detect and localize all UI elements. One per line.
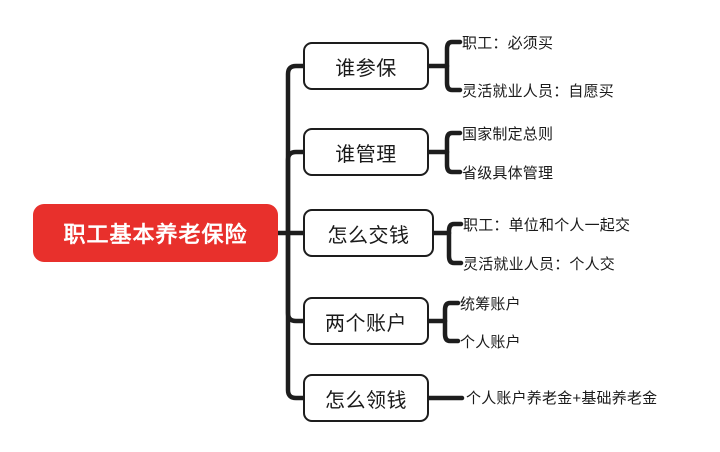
branch-node-2-label: 谁管理 [335,143,397,166]
connector-trunk [285,63,306,236]
connector-branch-1-bracket [444,39,463,93]
connector-branch-3-bracket [446,221,464,266]
connector-trunk-5 [285,230,306,401]
connector-trunk-4 [285,230,306,324]
branch-node-3[interactable]: 怎么交钱 [303,209,434,257]
connector-branch-2-bracket [444,130,463,175]
leaf-label-5-1: 个人账户养老金+基础养老金 [466,390,658,407]
branch-node-1[interactable]: 谁参保 [303,42,429,90]
leaf-label-1-1: 职工：必须买 [462,35,554,52]
leaf-label-1-2: 灵活就业人员：自愿买 [462,83,615,100]
leaf-label-3-2: 灵活就业人员：个人交 [463,256,616,273]
leaf-label-3-1: 职工：单位和个人一起交 [463,217,631,234]
branch-node-5-label: 怎么领钱 [325,389,407,412]
leaf-label-4-2: 个人账户 [460,334,521,351]
connector-trunk-2 [285,149,306,236]
branch-node-4-label: 两个账户 [325,312,407,335]
branch-node-5[interactable]: 怎么领钱 [303,374,429,422]
branch-node-1-label: 谁参保 [335,57,397,80]
leaf-label-2-2: 省级具体管理 [462,165,554,182]
branch-node-2[interactable]: 谁管理 [303,128,429,176]
leaf-label-2-1: 国家制定总则 [462,126,554,143]
root-node-label: 职工基本养老保险 [63,222,248,247]
root-node[interactable]: 职工基本养老保险 [33,204,278,262]
branch-node-4[interactable]: 两个账户 [303,297,429,345]
leaf-label-4-1: 统筹账户 [460,296,521,313]
connector-branch-4-bracket [442,300,461,344]
branch-node-3-label: 怎么交钱 [327,224,410,247]
